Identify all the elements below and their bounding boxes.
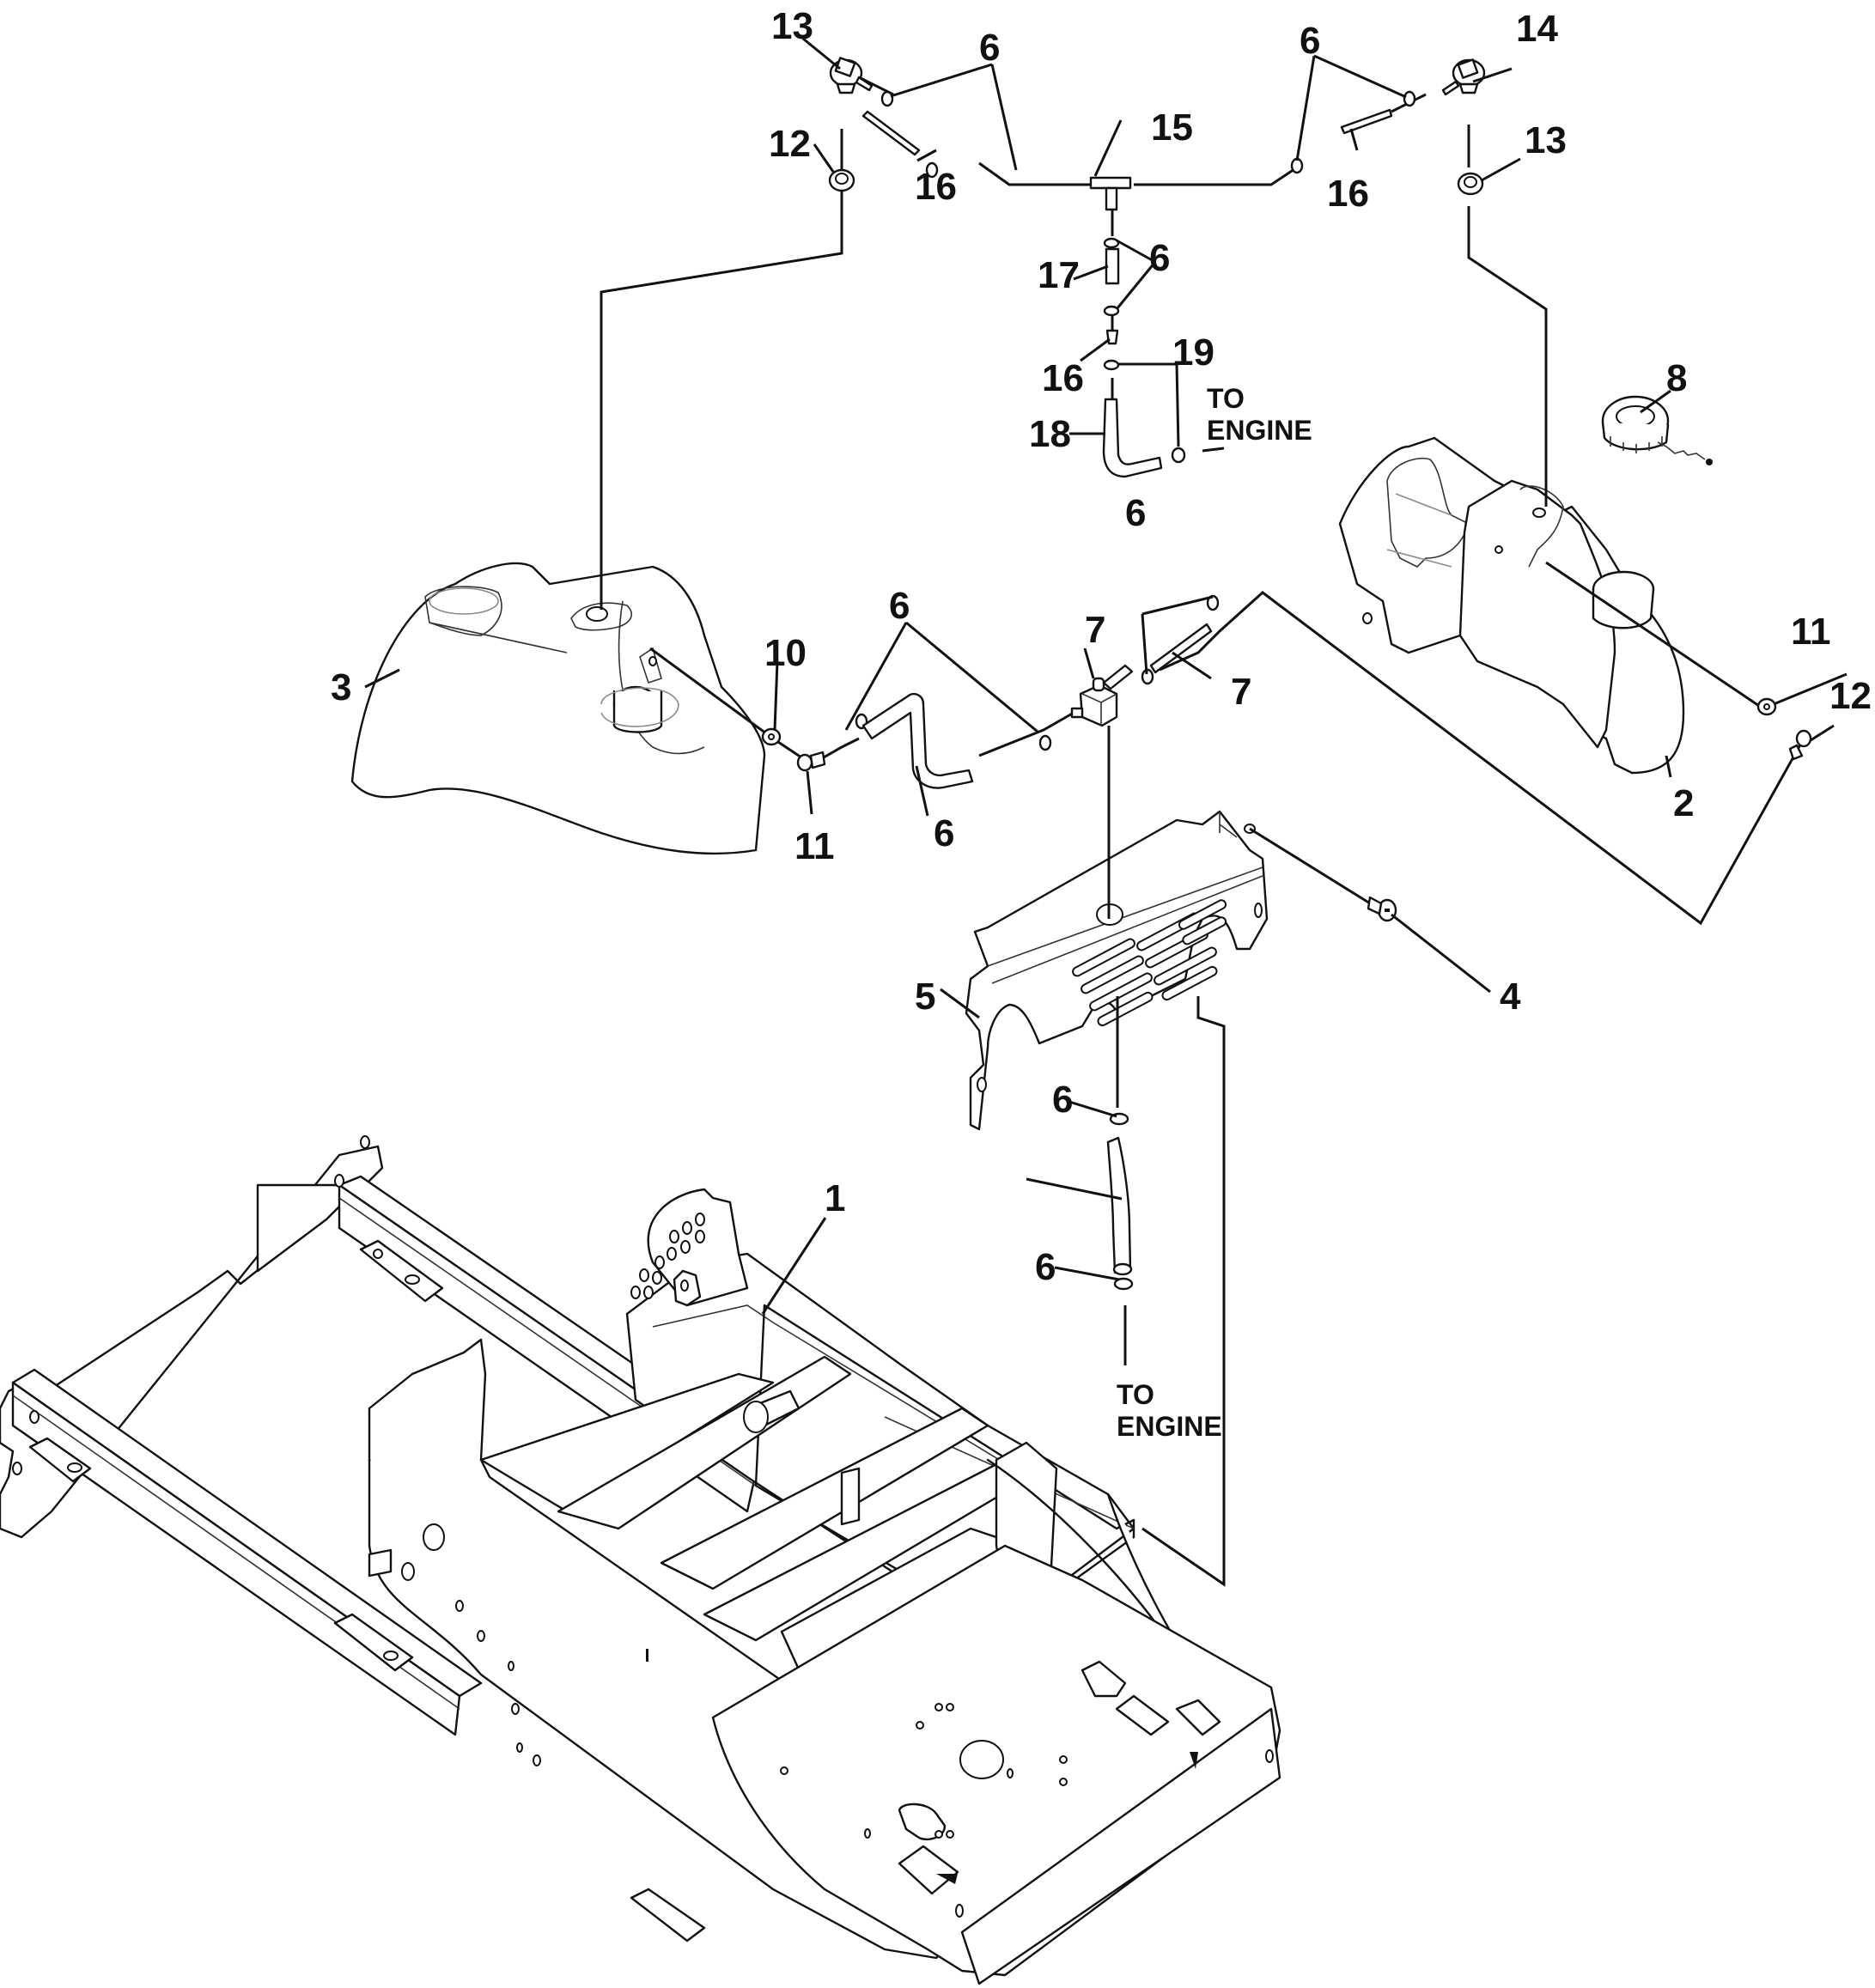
callout-labels: 13 12 6 16 15 6 16 14 13 17 6 16 19 18 T… bbox=[331, 5, 1872, 1442]
fuel-cap bbox=[1601, 395, 1713, 465]
callout-11-left: 11 bbox=[794, 825, 835, 867]
callout-14: 15 bbox=[1151, 106, 1193, 149]
hose-clamp bbox=[925, 161, 939, 179]
callout-11-right: 12 bbox=[1829, 675, 1872, 717]
hose-clamp-18b bbox=[1171, 447, 1186, 464]
riser-holes bbox=[630, 1213, 705, 1299]
vent-slots bbox=[1072, 899, 1227, 1027]
callout-9: 8 bbox=[1666, 357, 1687, 399]
check-valve bbox=[1105, 329, 1119, 345]
fuel-supply-hose bbox=[1106, 1136, 1132, 1274]
hose-clamp bbox=[1206, 594, 1220, 611]
callout-6-hose-top: 6 bbox=[1052, 1079, 1073, 1121]
callout-4: 4 bbox=[1500, 976, 1521, 1018]
callout-7-right: 7 bbox=[1231, 671, 1251, 713]
fuel-fitting-right bbox=[1788, 729, 1812, 761]
callout-13-right: 14 bbox=[1516, 8, 1558, 50]
right-fuel-tank bbox=[1338, 436, 1685, 775]
hose-clamp bbox=[1403, 90, 1416, 107]
callout-7-left: 6 bbox=[934, 812, 954, 854]
vent-hose-left bbox=[861, 110, 921, 156]
fuel-hose-left bbox=[861, 692, 974, 789]
hose-clamp bbox=[880, 90, 894, 107]
callout-12-left: 12 bbox=[769, 123, 811, 165]
callout-6-center: 6 bbox=[1149, 237, 1170, 279]
callout-8: 7 bbox=[1085, 609, 1105, 651]
hose-clamp-18 bbox=[1103, 359, 1120, 371]
hose-clamp bbox=[1103, 237, 1120, 249]
callout-6-hose-bottom: 6 bbox=[1035, 1246, 1056, 1288]
screw bbox=[1367, 896, 1397, 922]
callout-10-left: 10 bbox=[764, 632, 807, 674]
hose-clamp bbox=[1113, 1277, 1134, 1291]
rollover-vent-valve-right bbox=[1441, 58, 1486, 96]
hose-clamp bbox=[1103, 305, 1120, 317]
callout-6-top-left: 6 bbox=[979, 27, 1000, 69]
vent-hose-center bbox=[1105, 247, 1120, 285]
fuel-fitting-left bbox=[796, 751, 826, 772]
callout-6-top-right: 6 bbox=[1300, 20, 1320, 62]
hose-clamp bbox=[1290, 157, 1304, 174]
callout-3: 3 bbox=[331, 666, 351, 708]
formed-vent-hose bbox=[1102, 398, 1163, 478]
note-to-engine-vent-line2: ENGINE bbox=[1207, 415, 1312, 446]
leader-lines bbox=[364, 37, 1848, 1315]
note-to-engine-vent-line1: TO bbox=[1207, 383, 1245, 414]
rollover-vent-valve-left bbox=[829, 57, 874, 94]
callout-6-mid-right: 6 bbox=[1125, 492, 1146, 534]
callout-2: 2 bbox=[1673, 782, 1694, 824]
callout-10-right: 11 bbox=[1791, 611, 1831, 653]
callout-17: 18 bbox=[1029, 413, 1071, 455]
callout-13-left: 13 bbox=[771, 5, 813, 47]
callout-16-center: 17 bbox=[1038, 254, 1080, 296]
frame bbox=[0, 1135, 1281, 1985]
callout-1: 1 bbox=[825, 1177, 845, 1219]
fuel-shutoff-valve bbox=[1070, 664, 1134, 727]
hose-clamp bbox=[1038, 734, 1052, 751]
connection-lines bbox=[600, 76, 1805, 1587]
callout-12-right: 13 bbox=[1525, 119, 1567, 161]
callout-6-mid-left: 6 bbox=[889, 585, 910, 627]
tee-fitting bbox=[1089, 176, 1132, 211]
fuel-hose-right bbox=[1149, 623, 1213, 674]
left-fuel-tank bbox=[350, 562, 766, 855]
note-to-engine-fuel-line2: ENGINE bbox=[1117, 1411, 1222, 1442]
callout-16-left: 16 bbox=[915, 166, 957, 208]
vent-hose-right bbox=[1340, 108, 1393, 135]
callout-18: 19 bbox=[1172, 331, 1214, 374]
note-to-engine-fuel-line1: TO bbox=[1117, 1379, 1154, 1410]
callout-16-right: 16 bbox=[1327, 173, 1369, 215]
callout-15: 16 bbox=[1042, 357, 1084, 399]
callout-5: 5 bbox=[915, 976, 935, 1018]
